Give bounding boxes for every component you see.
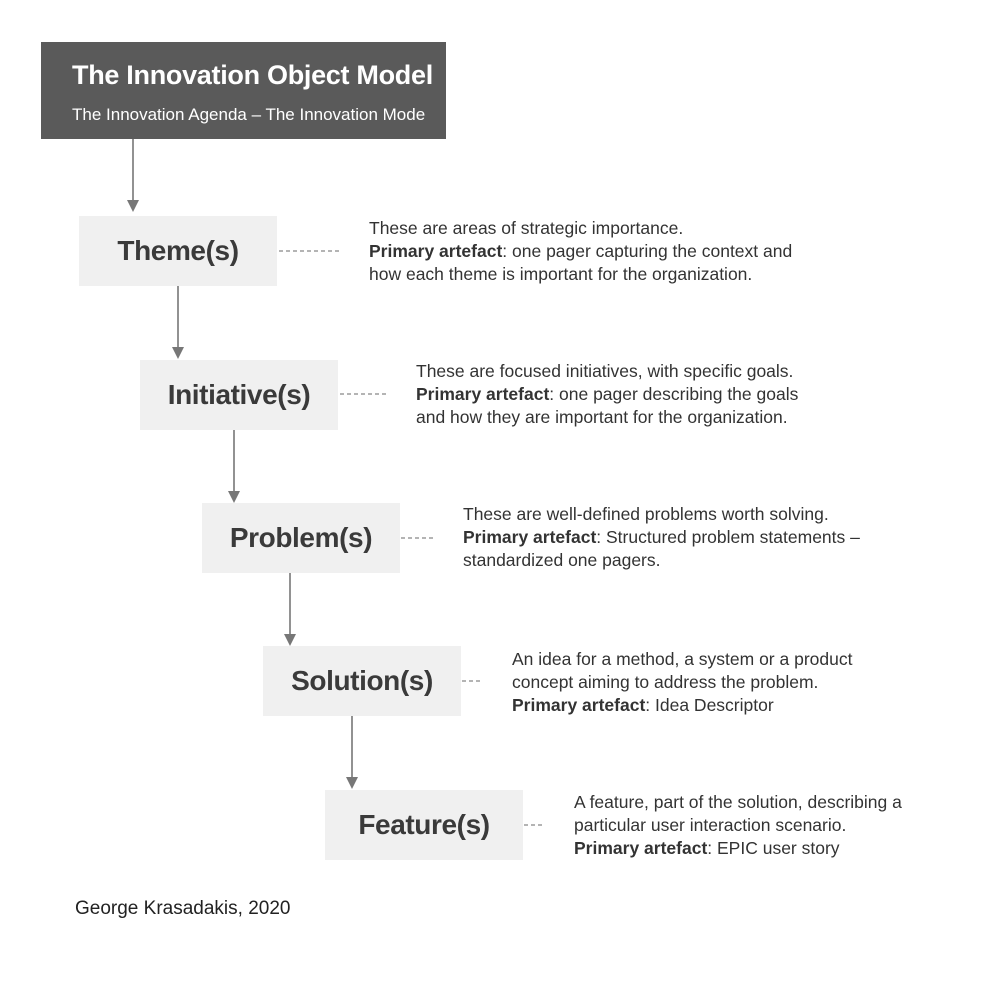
- desc-feature-line3: Primary artefact: EPIC user story: [574, 837, 902, 860]
- desc-theme: These are areas of strategic importance.…: [369, 217, 792, 286]
- node-solution: Solution(s): [263, 646, 461, 716]
- desc-initiative-bold: Primary artefact: [416, 384, 550, 404]
- desc-solution: An idea for a method, a system or a prod…: [512, 648, 852, 717]
- desc-initiative-line2-rest: : one pager describing the goals: [549, 384, 799, 404]
- desc-theme-line3: how each theme is important for the orga…: [369, 264, 753, 284]
- desc-solution-line3-rest: : Idea Descriptor: [645, 695, 774, 715]
- model-header: The Innovation Object Model The Innovati…: [41, 42, 446, 139]
- desc-feature-line2: particular user interaction scenario.: [574, 815, 847, 835]
- desc-initiative-line2: Primary artefact: one pager describing t…: [416, 383, 798, 406]
- desc-problem: These are well-defined problems worth so…: [463, 503, 860, 572]
- node-theme: Theme(s): [79, 216, 277, 286]
- desc-problem-line2-rest: : Structured problem statements –: [596, 527, 860, 547]
- desc-initiative-line3: and how they are important for the organ…: [416, 407, 788, 427]
- desc-solution-bold: Primary artefact: [512, 695, 646, 715]
- desc-problem-line3: standardized one pagers.: [463, 550, 661, 570]
- desc-problem-line1: These are well-defined problems worth so…: [463, 504, 829, 524]
- author-credit: George Krasadakis, 2020: [75, 898, 291, 919]
- desc-feature-bold: Primary artefact: [574, 838, 708, 858]
- node-initiative: Initiative(s): [140, 360, 338, 430]
- desc-theme-line1: These are areas of strategic importance.: [369, 218, 684, 238]
- desc-theme-line2-rest: : one pager capturing the context and: [502, 241, 793, 261]
- model-title: The Innovation Object Model: [72, 60, 433, 90]
- desc-feature-line3-rest: : EPIC user story: [707, 838, 840, 858]
- desc-theme-bold: Primary artefact: [369, 241, 503, 261]
- desc-problem-bold: Primary artefact: [463, 527, 597, 547]
- node-problem: Problem(s): [202, 503, 400, 573]
- model-subtitle: The Innovation Agenda – The Innovation M…: [72, 105, 426, 124]
- desc-feature-line1: A feature, part of the solution, describ…: [574, 792, 902, 812]
- desc-solution-line2: concept aiming to address the problem.: [512, 672, 819, 692]
- desc-theme-line2: Primary artefact: one pager capturing th…: [369, 240, 792, 263]
- desc-feature: A feature, part of the solution, describ…: [574, 791, 902, 860]
- desc-initiative: These are focused initiatives, with spec…: [416, 360, 798, 429]
- desc-solution-line1: An idea for a method, a system or a prod…: [512, 649, 853, 669]
- desc-initiative-line1: These are focused initiatives, with spec…: [416, 361, 794, 381]
- node-feature: Feature(s): [325, 790, 523, 860]
- desc-solution-line3: Primary artefact: Idea Descriptor: [512, 694, 852, 717]
- desc-problem-line2: Primary artefact: Structured problem sta…: [463, 526, 860, 549]
